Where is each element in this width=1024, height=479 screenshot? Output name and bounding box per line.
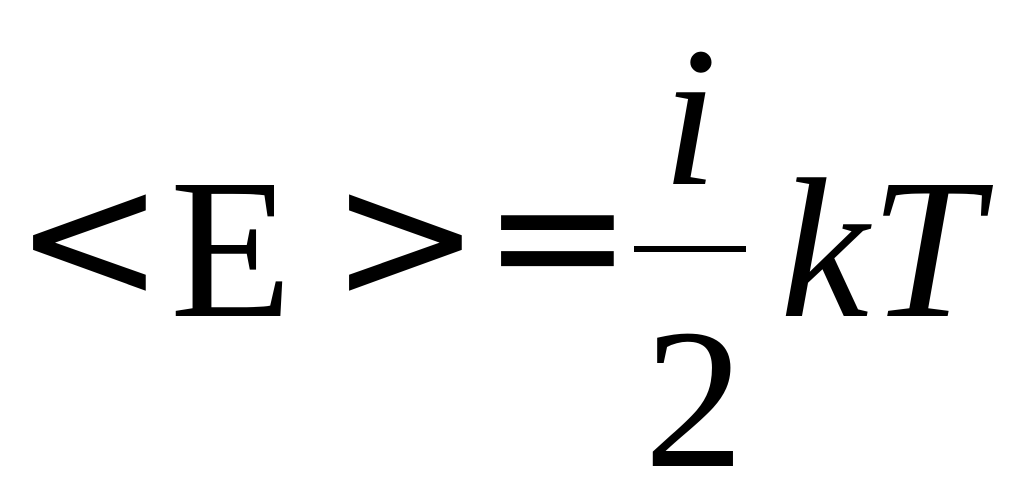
equals-sign: = xyxy=(482,131,633,340)
fraction-bar xyxy=(634,246,746,252)
less-than-sign: < xyxy=(14,133,165,342)
temperature-symbol: T xyxy=(870,139,982,360)
energy-symbol: E xyxy=(170,139,293,360)
greater-than-sign: > xyxy=(330,133,481,342)
fraction-denominator: 2 xyxy=(644,289,744,479)
fraction-numerator: i xyxy=(662,7,718,228)
boltzmann-constant-symbol: k xyxy=(780,139,869,360)
